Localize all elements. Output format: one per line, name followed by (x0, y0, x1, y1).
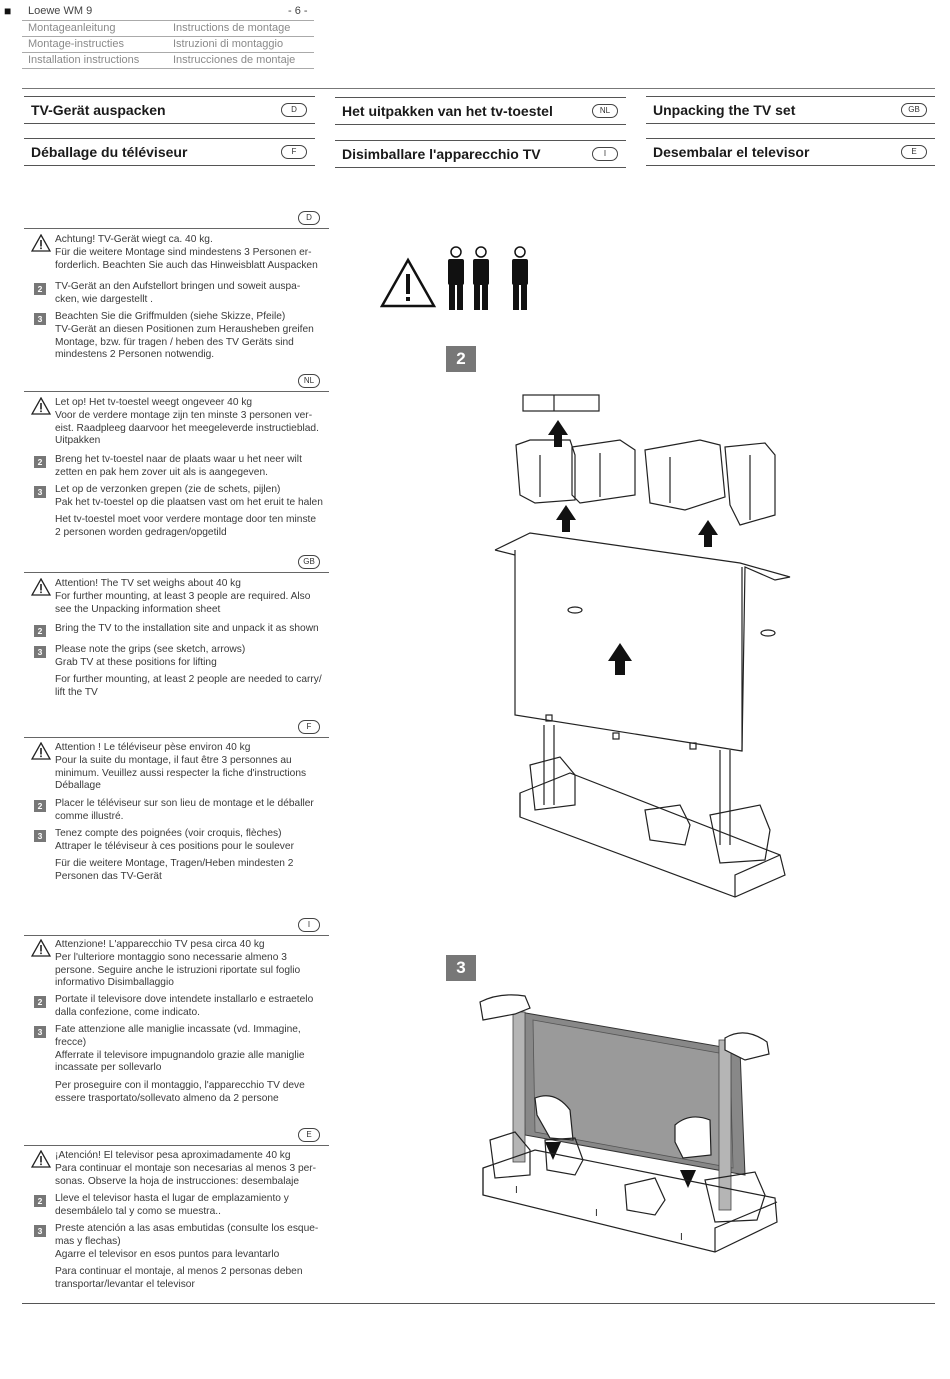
model-name: Loewe WM 9 (28, 5, 93, 17)
step-2-marker: 2 (446, 346, 476, 372)
unpacking-illustration (494, 394, 791, 898)
lang-badge: F (281, 145, 307, 159)
step-2-text: Lleve el televisor hasta el lugar de emp… (55, 1193, 289, 1217)
warning-text: ¡Atención! El televisor pesa aproximadam… (55, 1150, 317, 1187)
warning-icon (30, 577, 52, 596)
note-text: Für die weitere Montage, Tragen/Heben mi… (55, 858, 294, 882)
step-3-text: Preste atención a las asas embutidas (co… (55, 1223, 319, 1260)
step-3-text: Tenez compte des poignées (voir croquis,… (55, 828, 294, 852)
warning-icon (30, 1149, 52, 1168)
header-right-2: Istruzioni di montaggio (173, 38, 284, 50)
title-gb: Unpacking the TV set GB (646, 96, 935, 124)
step-2-text: Portate il televisore dove intendete ins… (55, 994, 314, 1018)
step-2-text: Bring the TV to the installation site an… (55, 623, 319, 634)
warning-people-illustration (380, 246, 528, 310)
section-rule (24, 391, 329, 392)
warning-icon (30, 741, 52, 760)
step-3-badge: 3 (34, 830, 46, 842)
step-2-badge: 2 (34, 996, 46, 1008)
svg-text:I: I (680, 1232, 683, 1243)
header-right-3: Instrucciones de montaje (173, 54, 296, 66)
lang-badge: NL (592, 104, 618, 118)
header-left-2: Montage-instructies (28, 38, 124, 50)
step-2-text: Breng het tv-toestel naar de plaats waar… (55, 454, 302, 478)
bottom-rule (22, 1303, 935, 1304)
header-right-1: Instructions de montage (173, 22, 291, 34)
title-es: Desembalar el televisor E (646, 138, 935, 166)
step-3-badge: 3 (34, 313, 46, 325)
page-bullet: ■ (4, 4, 12, 18)
header-left-1: Montageanleitung (28, 22, 116, 34)
section-rule (24, 1145, 329, 1146)
section-lang-badge: I (298, 918, 320, 932)
step-3-badge: 3 (34, 1225, 46, 1237)
title-fr: Déballage du téléviseur F (24, 138, 315, 166)
section-lang-badge: F (298, 720, 320, 734)
section-lang-badge: GB (298, 555, 320, 569)
warning-icon (30, 938, 52, 957)
section-lang-badge: E (298, 1128, 320, 1142)
warning-text: Attention ! Le téléviseur pèse environ 4… (55, 742, 307, 792)
header-left-3: Installation instructions (28, 54, 140, 66)
warning-icon (30, 233, 52, 252)
step-3-badge: 3 (34, 646, 46, 658)
lang-badge: D (281, 103, 307, 117)
section-lang-badge: D (298, 211, 320, 225)
step-2-badge: 2 (34, 1195, 46, 1207)
section-rule (24, 935, 329, 936)
step-3-badge: 3 (34, 486, 46, 498)
warning-icon (30, 396, 52, 415)
warning-text: Let op! Het tv-toestel weegt ongeveer 40… (55, 397, 319, 447)
lang-badge: GB (901, 103, 927, 117)
step-3-text: Fate attenzione alle maniglie incassate … (55, 1024, 305, 1074)
step-2-badge: 2 (34, 800, 46, 812)
step-3-marker: 3 (446, 955, 476, 981)
step-3-text: Please note the grips (see sketch, arrow… (55, 644, 246, 668)
step-3-text: Beachten Sie die Griffmulden (siehe Skiz… (55, 311, 314, 361)
step-2-badge: 2 (34, 456, 46, 468)
section-lang-badge: NL (298, 374, 320, 388)
warning-text: Attention! The TV set weighs about 40 kg… (55, 578, 311, 615)
lang-badge: I (592, 147, 618, 161)
section-rule (24, 572, 329, 573)
section-rule (24, 228, 329, 229)
warning-text: Attenzione! L'apparecchio TV pesa circa … (55, 939, 301, 989)
lang-badge: E (901, 145, 927, 159)
title-de: TV-Gerät auspacken D (24, 96, 315, 124)
note-text: Het tv-toestel moet voor verdere montage… (55, 514, 317, 538)
lifting-tv-illustration: I I I (479, 994, 778, 1253)
warning-text: Achtung! TV-Gerät wiegt ca. 40 kg. Für d… (55, 234, 318, 271)
title-it: Disimballare l'apparecchio TV I (335, 140, 626, 168)
step-3-badge: 3 (34, 1026, 46, 1038)
svg-text:I: I (595, 1208, 598, 1219)
note-text: For further mounting, at least 2 people … (55, 674, 322, 698)
note-text: Per proseguire con il montaggio, l'appar… (55, 1080, 305, 1104)
title-nl: Het uitpakken van het tv-toestel NL (335, 97, 626, 125)
step-2-badge: 2 (34, 625, 46, 637)
step-2-text: TV-Gerät an den Aufstellort bringen und … (55, 281, 301, 305)
note-text: Para continuar el montaje, al menos 2 pe… (55, 1266, 303, 1290)
section-rule (24, 737, 329, 738)
step-2-badge: 2 (34, 283, 46, 295)
page-number: - 6 - (288, 5, 308, 17)
step-2-text: Placer le téléviseur sur son lieu de mon… (55, 798, 314, 822)
svg-text:I: I (515, 1185, 518, 1196)
step-3-text: Let op de verzonken grepen (zie de schet… (55, 484, 323, 508)
